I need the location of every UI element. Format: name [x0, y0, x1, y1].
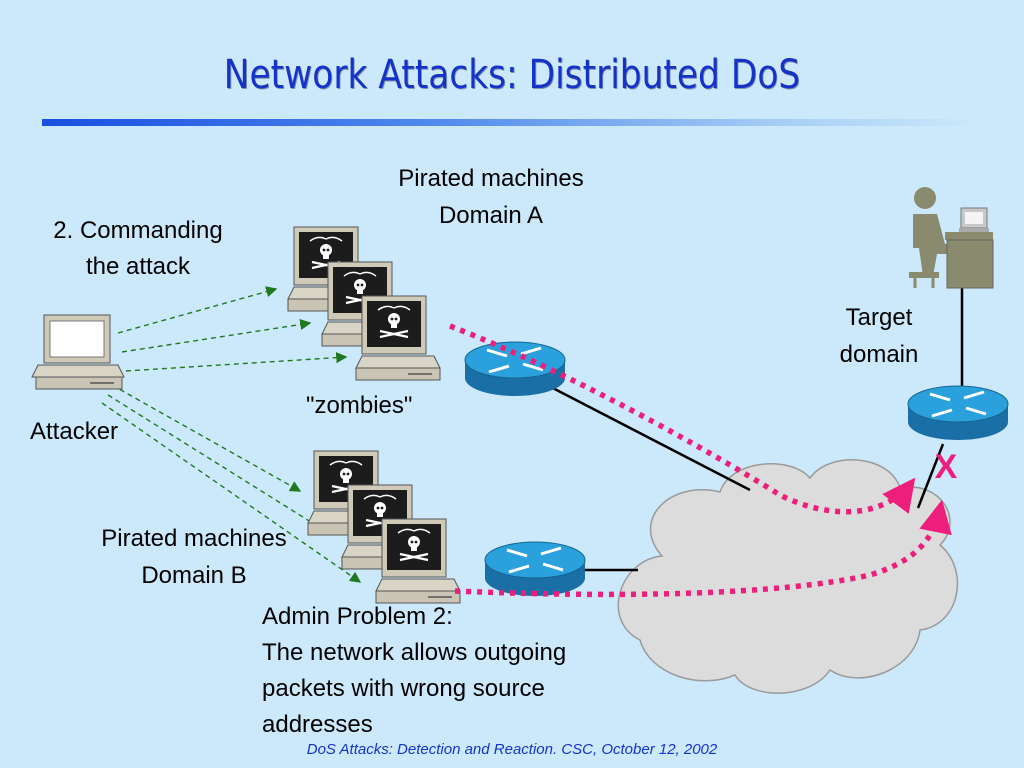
- zombie-computer-icon: [374, 517, 462, 605]
- internet-cloud: [617, 459, 959, 694]
- attack-path-domain-a: [449, 323, 916, 515]
- domain-a-label: Pirated machines Domain A: [360, 160, 622, 234]
- admin-problem-text: Admin Problem 2: The network allows outg…: [262, 599, 566, 743]
- target-domain-label: Target domain: [820, 299, 938, 373]
- domain-b-line1: Pirated machines: [101, 525, 287, 552]
- zombies-label: "zombies": [306, 392, 413, 419]
- admin-problem-line3: packets with wrong source: [262, 675, 545, 702]
- router-domain-b-icon: [483, 540, 587, 598]
- target-line2: domain: [839, 341, 919, 369]
- domain-a-line1: Pirated machines: [398, 165, 584, 192]
- blocked-mark: X: [935, 448, 958, 486]
- admin-problem-line4: addresses: [262, 711, 373, 738]
- domain-b-label: Pirated machines Domain B: [66, 520, 322, 594]
- domain-b-line2: Domain B: [141, 562, 247, 590]
- zombie-computer-icon: [354, 294, 442, 382]
- target-line1: Target: [845, 304, 913, 331]
- commanding-label: 2. Commanding the attack: [20, 213, 256, 285]
- domain-a-line2: Domain A: [438, 202, 544, 230]
- admin-problem-line1: Admin Problem 2:: [262, 603, 453, 630]
- target-person-icon: [909, 187, 994, 289]
- admin-problem-line2: The network allows outgoing: [262, 639, 567, 666]
- title-underline: [42, 119, 982, 126]
- slide-title: Network Attacks: Distributed DoS: [223, 52, 801, 98]
- attack-path-domain-b: [454, 499, 952, 598]
- attacker-computer-icon: [31, 314, 125, 390]
- slide-footer: DoS Attacks: Detection and Reaction. CSC…: [306, 741, 718, 758]
- router-domain-a-icon: [463, 340, 567, 398]
- router-target-icon: [906, 384, 1010, 442]
- commanding-line1: 2. Commanding: [53, 217, 223, 244]
- commanding-line2: the attack: [85, 253, 191, 280]
- attacker-label: Attacker: [30, 418, 119, 445]
